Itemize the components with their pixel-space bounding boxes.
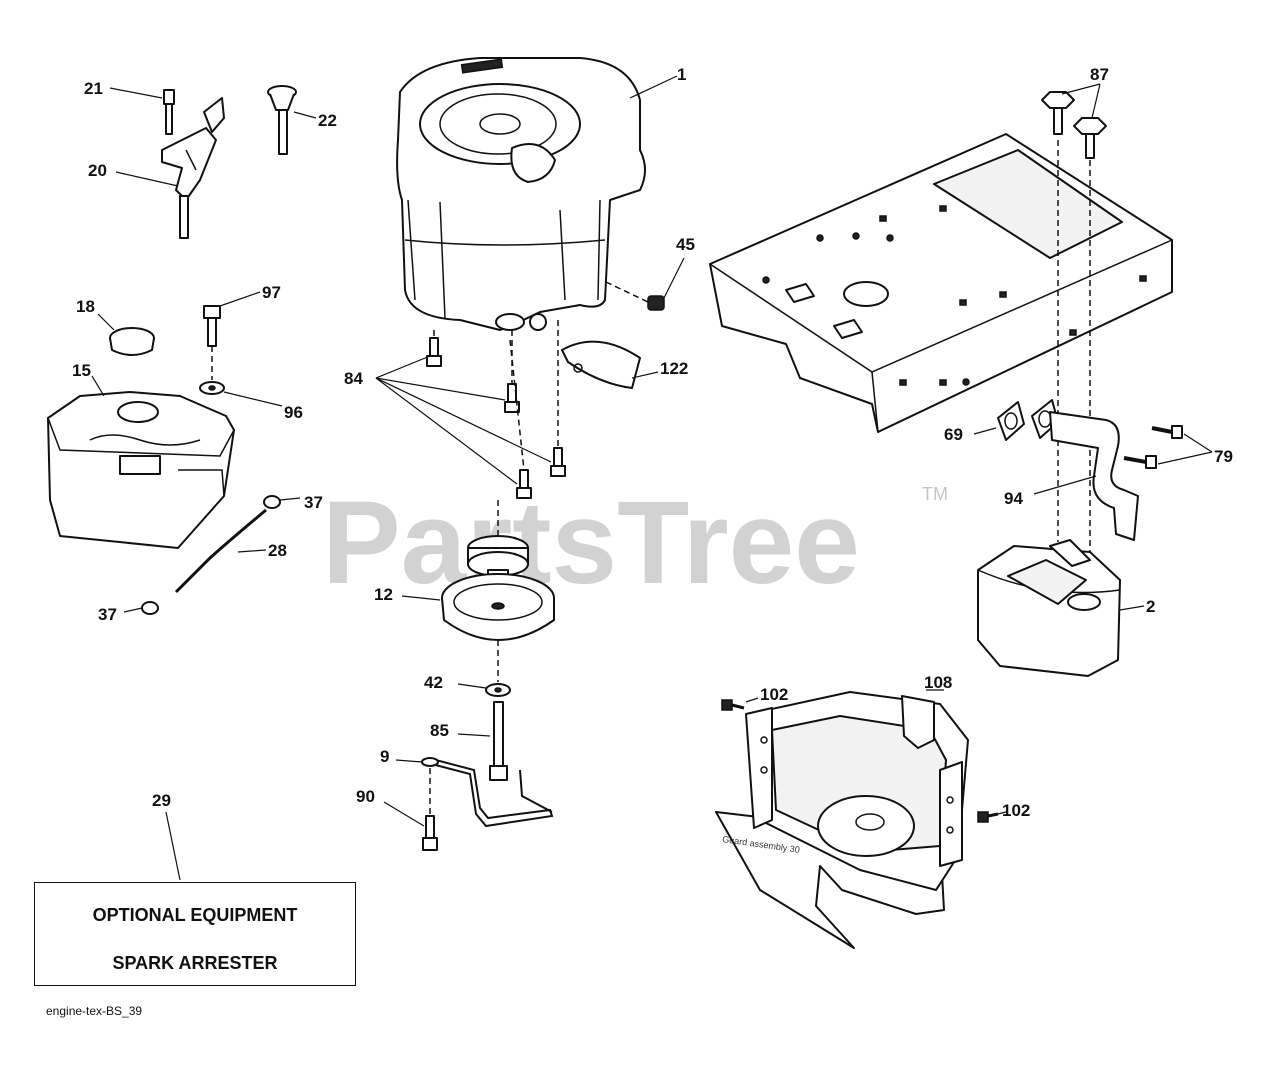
knob-22[interactable] [267,85,297,155]
guard-108[interactable] [715,691,969,949]
callout-102-a: 102 [760,685,788,704]
bolt-84-a[interactable] [426,337,442,367]
frame-plate[interactable] [709,133,1173,433]
engine-part[interactable] [396,57,646,331]
callout-22: 22 [318,111,337,130]
spark-arrester-label: SPARK ARRESTER [112,953,278,973]
callout-37-b: 37 [98,605,117,624]
throttle-control-20[interactable] [161,97,225,239]
callout-20: 20 [88,161,107,180]
callout-18: 18 [76,297,95,316]
callout-21: 21 [84,79,103,98]
fuel-line-28[interactable] [174,508,267,594]
screw-79-b[interactable] [1123,455,1157,469]
callout-108: 108 [924,673,952,692]
clamp-37-a[interactable] [263,495,281,509]
fuel-tank-15[interactable] [47,391,235,549]
watermark-trademark: TM [922,484,948,504]
screw-79-a[interactable] [1151,425,1183,439]
bolt-84-c[interactable] [550,447,566,477]
callout-37-a: 37 [304,493,323,512]
bolt-84-d[interactable] [516,469,532,499]
callout-79: 79 [1214,447,1233,466]
callout-29: 29 [152,791,171,810]
callout-84: 84 [344,369,363,388]
callout-69: 69 [944,425,963,444]
callout-42: 42 [424,673,443,692]
bolt-85[interactable] [489,701,508,781]
callout-96: 96 [284,403,303,422]
callout-94: 94 [1004,489,1023,508]
callout-2: 2 [1146,597,1155,616]
callout-97: 97 [262,283,281,302]
optional-equipment-box: OPTIONAL EQUIPMENT SPARK ARRESTER [34,882,356,986]
optional-equipment-title: OPTIONAL EQUIPMENT [92,905,298,925]
callout-122: 122 [660,359,688,378]
nut-45[interactable] [647,295,665,311]
bolt-87-a[interactable] [1041,91,1075,135]
gasket-69[interactable] [997,399,1059,441]
callout-1: 1 [677,65,686,84]
screw-102-a[interactable] [721,699,745,711]
fuel-cap-18[interactable] [109,327,155,356]
washer-96[interactable] [199,381,225,395]
callout-90: 90 [356,787,375,806]
washer-42[interactable] [485,683,511,697]
callout-85: 85 [430,721,449,740]
callout-28: 28 [268,541,287,560]
screw-102-b[interactable] [977,811,999,823]
bolt-90[interactable] [422,815,438,851]
figure-id: engine-tex-BS_39 [46,1004,143,1018]
callout-15: 15 [72,361,91,380]
callout-45: 45 [676,235,695,254]
bolt-87-b[interactable] [1073,117,1107,159]
bracket-9[interactable] [421,757,554,828]
bolt-97[interactable] [203,305,221,347]
callout-87: 87 [1090,65,1109,84]
bolt-84-b[interactable] [504,383,520,413]
callout-102-b: 102 [1002,801,1030,820]
callout-9: 9 [380,747,389,766]
muffler-2[interactable] [977,539,1121,677]
shield-122[interactable] [561,340,641,389]
screw-21[interactable] [163,89,175,135]
clamp-37-b[interactable] [141,601,159,615]
callout-12: 12 [374,585,393,604]
watermark-text: PartsTree [322,477,860,609]
